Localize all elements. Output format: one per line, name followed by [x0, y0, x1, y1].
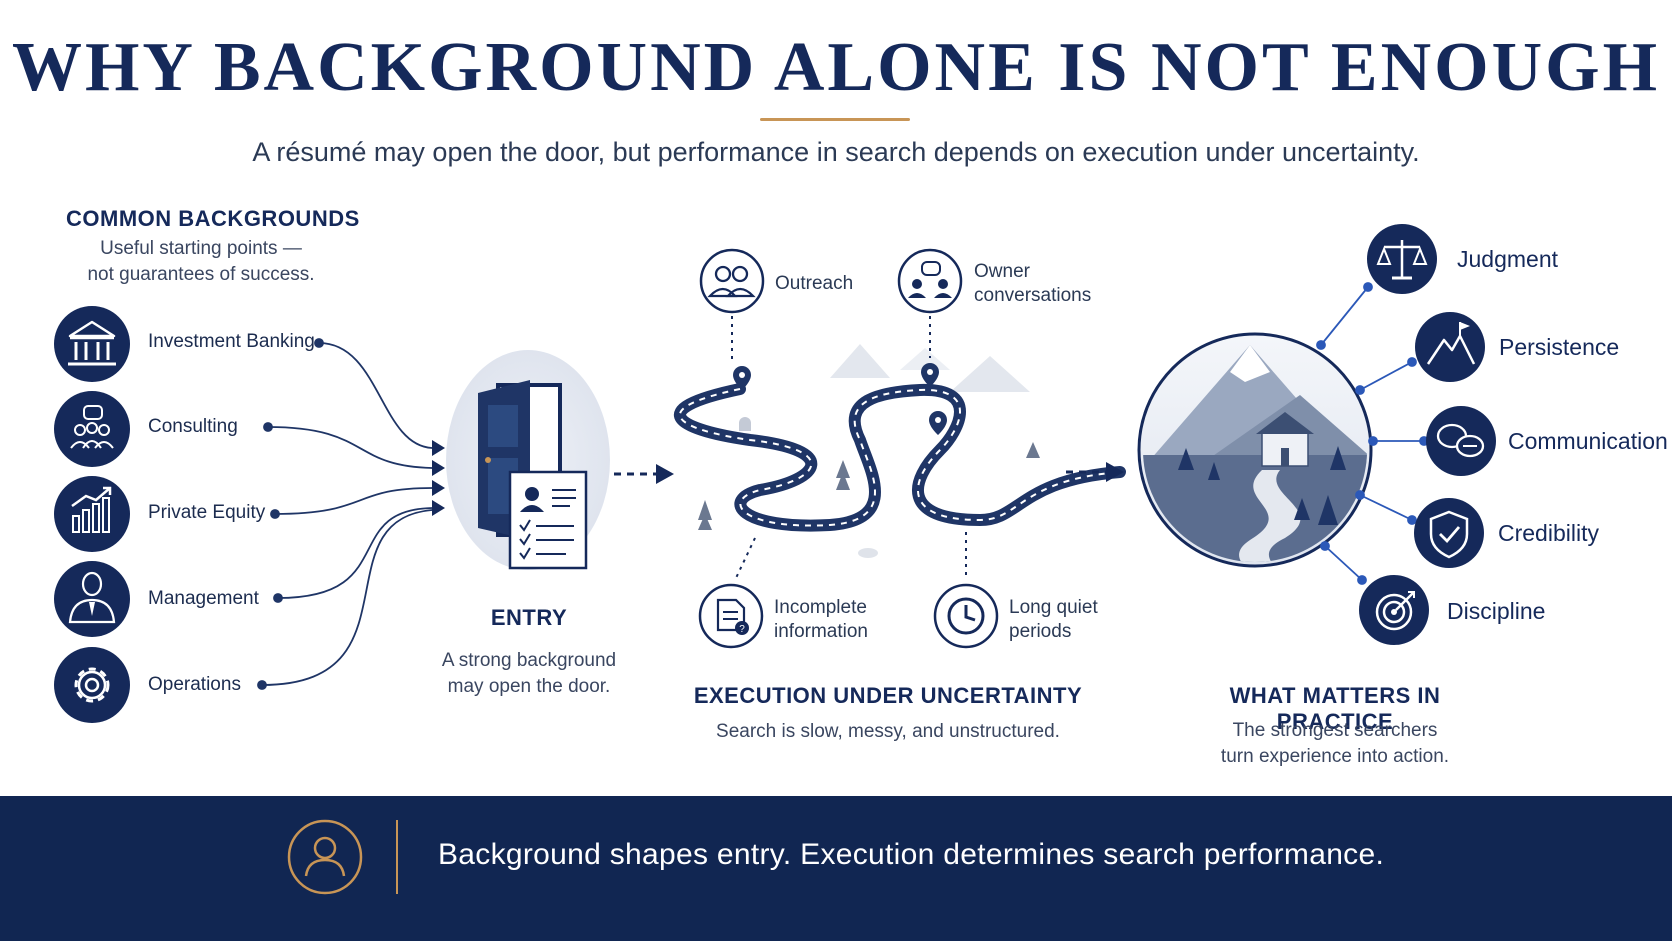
title-divider	[760, 118, 910, 121]
trait-persistence: Persistence	[1499, 334, 1620, 360]
backgrounds-heading: COMMON BACKGROUNDS	[66, 206, 360, 231]
node-label-line: Long quiet	[1009, 597, 1098, 618]
node-outreach-label: Outreach	[775, 273, 854, 294]
background-connectors	[257, 338, 433, 690]
team-discussion-icon	[54, 391, 130, 467]
bank-icon	[54, 306, 130, 382]
target-icon	[1359, 575, 1429, 645]
map-pin-icon	[929, 411, 947, 435]
person-icon	[287, 819, 363, 895]
winding-road	[674, 344, 1126, 558]
footer-message: Background shapes entry. Execution deter…	[438, 838, 1385, 871]
gear-icon	[54, 647, 130, 723]
node-label-line: information	[774, 621, 868, 642]
node-label-line: Owner	[974, 261, 1030, 282]
node-long-quiet-periods-label: Long quiet periods	[1009, 596, 1098, 644]
practice-heading: WHAT MATTERS IN PRACTICE	[1229, 683, 1441, 734]
map-pin-icon	[921, 363, 939, 387]
background-management: Management	[148, 588, 259, 609]
node-label-line: Incomplete	[774, 597, 867, 618]
background-investment-banking: Investment Banking	[148, 331, 315, 352]
page-subtitle: A résumé may open the door, but performa…	[252, 137, 1420, 167]
mountain-flag-icon	[1415, 312, 1485, 382]
entry-description: A strong background may open the door.	[420, 648, 638, 700]
node-incomplete-information-label: Incomplete information	[774, 596, 868, 644]
entry-description-line: may open the door.	[447, 676, 611, 697]
page-title: WHY BACKGROUND ALONE IS NOT ENOUGH	[11, 29, 1661, 106]
entry-heading: ENTRY	[490, 605, 568, 630]
execution-node-connectors	[731, 316, 967, 579]
growth-chart-icon	[54, 476, 130, 552]
node-owner-conversations-label: Owner conversations	[974, 260, 1091, 308]
clock-icon	[933, 583, 999, 649]
scales-icon	[1367, 224, 1437, 294]
shield-check-icon	[1414, 498, 1484, 568]
backgrounds-description-line: not guarantees of success.	[87, 264, 315, 285]
speech-bubbles-icon	[1426, 406, 1496, 476]
execution-heading: EXECUTION UNDER UNCERTAINTY	[693, 683, 1083, 708]
connector-arrowheads	[432, 440, 445, 516]
background-private-equity: Private Equity	[148, 502, 266, 523]
entry-to-execution-arrow	[614, 464, 674, 484]
node-label-line: periods	[1009, 621, 1072, 642]
manager-icon	[54, 561, 130, 637]
landscape-scene-illustration	[1137, 332, 1373, 568]
owner-conversations-icon	[897, 248, 963, 314]
entry-description-line: A strong background	[441, 650, 617, 671]
svg-text:?: ?	[739, 624, 745, 635]
backgrounds-description: Useful starting points — not guarantees …	[60, 236, 342, 288]
node-label-line: conversations	[974, 285, 1092, 306]
backgrounds-description-line: Useful starting points —	[100, 238, 302, 259]
practice-description-line: The strongest searchers	[1232, 720, 1438, 741]
trait-credibility: Credibility	[1498, 520, 1599, 546]
execution-description: Search is slow, messy, and unstructured.	[716, 721, 1060, 742]
background-operations: Operations	[148, 674, 241, 695]
footer-bar	[0, 796, 1672, 941]
outreach-icon	[699, 248, 765, 314]
footer-divider	[396, 820, 398, 894]
map-pin-icon	[733, 366, 751, 390]
execution-to-practice-arrow	[1066, 462, 1124, 482]
trait-discipline: Discipline	[1447, 598, 1546, 624]
trait-judgment: Judgment	[1457, 246, 1559, 272]
incomplete-information-icon: ?	[698, 583, 764, 649]
trait-communication: Communication	[1508, 428, 1668, 454]
trait-connectors	[1316, 282, 1429, 585]
background-consulting: Consulting	[148, 416, 238, 437]
practice-description: The strongest searchers turn experience …	[1190, 718, 1480, 770]
practice-description-line: turn experience into action.	[1220, 746, 1450, 767]
door-illustration	[446, 350, 610, 570]
